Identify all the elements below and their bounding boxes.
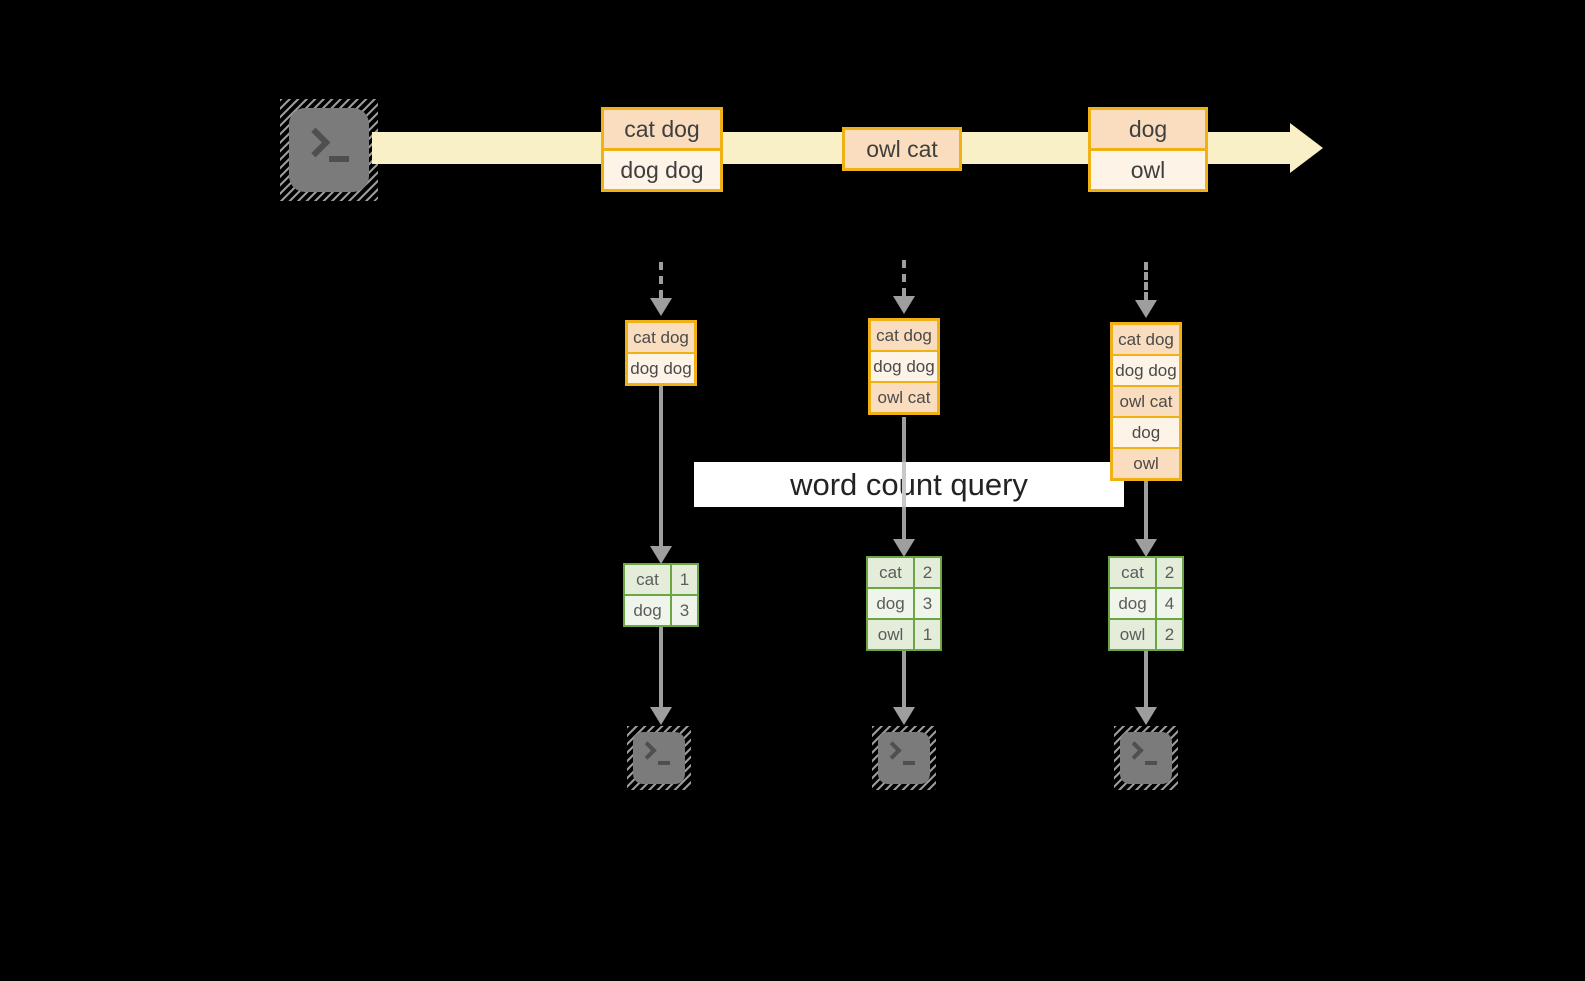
word-cell: owl: [1110, 620, 1155, 649]
buffer-row: cat dog: [871, 321, 937, 350]
flow-arrowhead-icon: [1135, 539, 1157, 557]
buffer-stack-2: cat dog dog dog owl cat: [868, 318, 940, 415]
buffer-row: dog dog: [628, 352, 694, 383]
word-count-table-3: cat 2 dog 4 owl 2: [1108, 556, 1184, 651]
table-row: dog 3: [868, 587, 940, 618]
flow-arrowhead-icon: [893, 539, 915, 557]
word-cell: cat: [868, 558, 913, 587]
buffer-row: owl cat: [1113, 385, 1179, 416]
terminal-screen: [878, 732, 930, 784]
word-cell: cat: [625, 565, 670, 594]
stream-message-1: cat dog dog dog: [601, 107, 723, 192]
buffer-row: cat dog: [1113, 325, 1179, 354]
word-cell: cat: [1110, 558, 1155, 587]
dashed-arrowhead-icon: [893, 296, 915, 314]
flow-arrow-through-banner: [902, 462, 906, 507]
buffer-stack-3: cat dog dog dog owl cat dog owl: [1110, 322, 1182, 481]
table-row: owl 2: [1110, 618, 1182, 649]
buffer-stack-1: cat dog dog dog: [625, 320, 697, 386]
dashed-arrowhead-icon: [1135, 300, 1157, 318]
flow-arrowhead-icon: [650, 546, 672, 564]
buffer-row: dog dog: [871, 350, 937, 381]
prompt-cursor-icon: [1145, 761, 1157, 765]
table-row: dog 3: [625, 594, 697, 625]
flow-arrow-stem: [659, 386, 663, 546]
sink-terminal-icon: [872, 726, 936, 790]
table-row: cat 1: [625, 565, 697, 594]
flow-arrowhead-icon: [650, 707, 672, 725]
prompt-chevron-icon: [1125, 741, 1144, 760]
flow-arrow-stem: [902, 651, 906, 707]
buffer-row: dog dog: [1113, 354, 1179, 385]
word-cell: dog: [868, 589, 913, 618]
dashed-arrowhead-icon: [650, 298, 672, 316]
message-line: owl: [1091, 148, 1205, 189]
table-row: cat 2: [868, 558, 940, 587]
stream-message-2: owl cat: [842, 127, 962, 171]
prompt-cursor-icon: [658, 761, 670, 765]
terminal-screen: [633, 732, 685, 784]
terminal-screen: [1120, 732, 1172, 784]
flow-arrow-stem: [1144, 651, 1148, 707]
word-count-table-1: cat 1 dog 3: [623, 563, 699, 627]
count-cell: 2: [913, 558, 940, 587]
buffer-row: cat dog: [628, 323, 694, 352]
dashed-arrow-stem: [1144, 262, 1148, 300]
sink-terminal-icon: [627, 726, 691, 790]
table-row: dog 4: [1110, 587, 1182, 618]
count-cell: 1: [913, 620, 940, 649]
sink-terminal-icon: [1114, 726, 1178, 790]
count-cell: 3: [913, 589, 940, 618]
message-line: dog dog: [604, 148, 720, 189]
source-terminal-icon: [280, 99, 378, 201]
message-line: owl cat: [845, 130, 959, 168]
dashed-arrow-stem: [659, 262, 663, 298]
buffer-row: dog: [1113, 416, 1179, 447]
buffer-row: owl cat: [871, 381, 937, 412]
prompt-cursor-icon: [903, 761, 915, 765]
terminal-screen: [289, 108, 369, 192]
dashed-arrow-stem: [902, 260, 906, 296]
prompt-chevron-icon: [638, 741, 657, 760]
word-cell: owl: [868, 620, 913, 649]
word-count-table-2: cat 2 dog 3 owl 1: [866, 556, 942, 651]
buffer-row: owl: [1113, 447, 1179, 478]
stream-message-3: dog owl: [1088, 107, 1208, 192]
prompt-chevron-icon: [883, 741, 902, 760]
query-banner: word count query: [694, 462, 1124, 507]
stream-arrowhead-icon: [1290, 123, 1323, 173]
message-line: cat dog: [604, 110, 720, 148]
flow-arrowhead-icon: [1135, 707, 1157, 725]
flow-arrow-stem: [1144, 481, 1148, 539]
flow-arrow-stem: [659, 627, 663, 707]
count-cell: 1: [670, 565, 697, 594]
count-cell: 2: [1155, 558, 1182, 587]
flow-arrowhead-icon: [893, 707, 915, 725]
count-cell: 4: [1155, 589, 1182, 618]
prompt-chevron-icon: [300, 127, 331, 158]
prompt-cursor-icon: [329, 156, 349, 162]
word-cell: dog: [625, 596, 670, 625]
count-cell: 2: [1155, 620, 1182, 649]
table-row: cat 2: [1110, 558, 1182, 587]
word-cell: dog: [1110, 589, 1155, 618]
count-cell: 3: [670, 596, 697, 625]
table-row: owl 1: [868, 618, 940, 649]
message-line: dog: [1091, 110, 1205, 148]
